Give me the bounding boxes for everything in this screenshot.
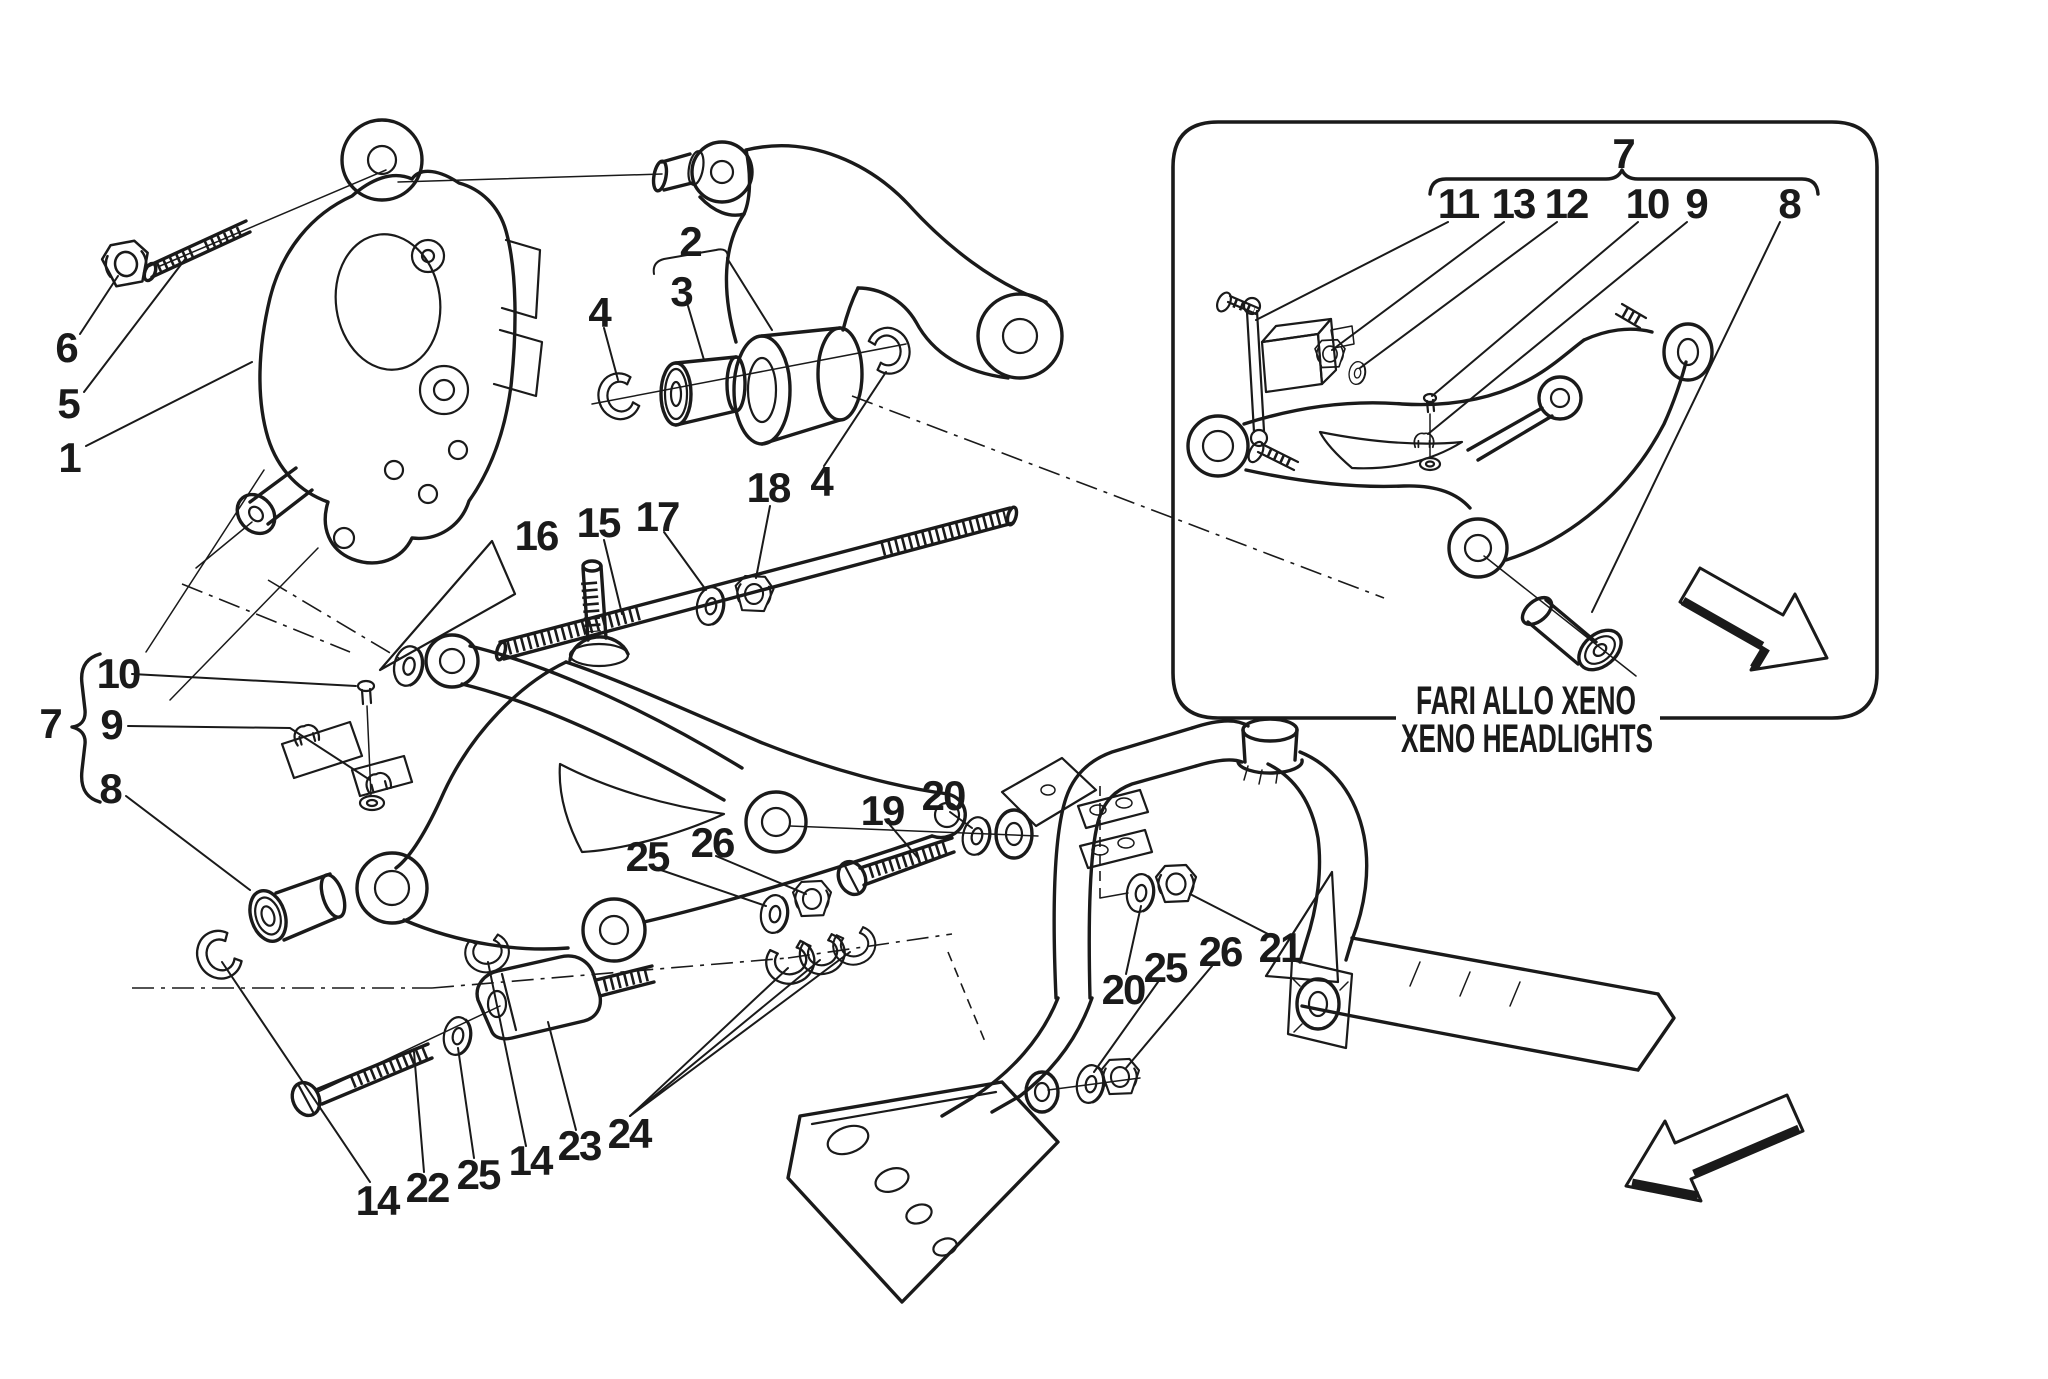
spring-clip-9-upper xyxy=(291,721,322,747)
callout-7: 7 xyxy=(39,700,61,747)
callout-5: 5 xyxy=(57,380,80,427)
assembly-axis-lines xyxy=(132,395,1385,1093)
inset-callout-10: 10 xyxy=(1626,180,1669,227)
adjuster-clevis-23 xyxy=(475,954,656,1041)
callout-22: 22 xyxy=(406,1164,449,1211)
inset-callout-9: 9 xyxy=(1685,180,1707,227)
callout-1: 1 xyxy=(58,434,81,481)
callout-10: 10 xyxy=(97,650,140,697)
pointer-triangle-icon xyxy=(378,539,517,672)
callout-25-adjuster: 25 xyxy=(457,1151,501,1198)
callout-20-left: 20 xyxy=(922,772,965,819)
callout-16: 16 xyxy=(515,512,558,559)
hub-carrier-knuckle xyxy=(145,118,544,701)
inset-box-border xyxy=(1171,120,1879,720)
nut-26-frame xyxy=(1099,1057,1141,1096)
callout-26-mid: 26 xyxy=(691,819,734,866)
inset-callout-12: 12 xyxy=(1545,180,1588,227)
callout-3: 3 xyxy=(670,268,692,315)
inset-panel: 7 11 13 12 10 9 8 FARI ALLO XENO XENO HE… xyxy=(1171,120,1879,761)
callout-2: 2 xyxy=(679,218,701,265)
callout-23: 23 xyxy=(558,1122,601,1169)
wishbone-front-bushing-8 xyxy=(248,872,347,943)
inset-caption-english: XENO HEADLIGHTS xyxy=(1401,717,1653,761)
upper-arm-bushing xyxy=(659,355,747,427)
inset-callout-13: 13 xyxy=(1492,180,1535,227)
callout-14-left: 14 xyxy=(356,1177,401,1224)
callout-15: 15 xyxy=(577,499,621,546)
callout-4-right: 4 xyxy=(810,458,834,505)
inset-callout-7: 7 xyxy=(1612,130,1634,177)
callout-9: 9 xyxy=(100,701,122,748)
callout-20-frame: 20 xyxy=(1102,966,1145,1013)
direction-arrow-main-icon xyxy=(1624,1093,1805,1203)
leader-lines xyxy=(70,248,1269,1183)
inset-callout-11: 11 xyxy=(1438,180,1480,227)
callout-8: 8 xyxy=(99,765,122,812)
knuckle-stud-and-nut xyxy=(98,169,663,289)
adjuster-bolt-22 xyxy=(290,1042,434,1118)
callout-25-frame: 25 xyxy=(1144,944,1188,991)
callout-14-right: 14 xyxy=(509,1137,554,1184)
toe-link xyxy=(389,633,808,854)
inset-caption-italian: FARI ALLO XENO xyxy=(1416,679,1636,723)
grouping-brace-inset xyxy=(1428,168,1820,196)
locating-pin-10 xyxy=(356,679,386,812)
grouping-brace-main xyxy=(70,652,102,804)
toe-link-frame-bolt-19 xyxy=(789,808,1039,897)
callout-17: 17 xyxy=(636,493,679,540)
chassis-frame xyxy=(786,717,1676,1304)
callout-18: 18 xyxy=(747,464,791,511)
callout-4-left: 4 xyxy=(588,289,612,336)
callout-25-mid: 25 xyxy=(626,833,670,880)
callout-19: 19 xyxy=(861,787,904,834)
inset-lower-wishbone xyxy=(1186,302,1714,677)
headlight-level-sensor xyxy=(1216,291,1442,472)
upper-control-arm xyxy=(591,140,1064,446)
inset-callout-8: 8 xyxy=(1778,180,1801,227)
nut-21 xyxy=(1154,863,1198,904)
lower-wishbone xyxy=(280,559,967,963)
washer-25-mid xyxy=(757,892,792,936)
callout-24: 24 xyxy=(608,1110,653,1157)
callout-26-frame: 26 xyxy=(1199,928,1242,975)
nut-26-mid xyxy=(791,879,833,918)
direction-arrow-inset-icon xyxy=(1678,566,1829,672)
callout-21: 21 xyxy=(1259,924,1303,971)
inset-leader-lines xyxy=(1255,221,1781,613)
callout-6: 6 xyxy=(55,324,77,371)
snap-ring-14-left xyxy=(188,924,247,988)
